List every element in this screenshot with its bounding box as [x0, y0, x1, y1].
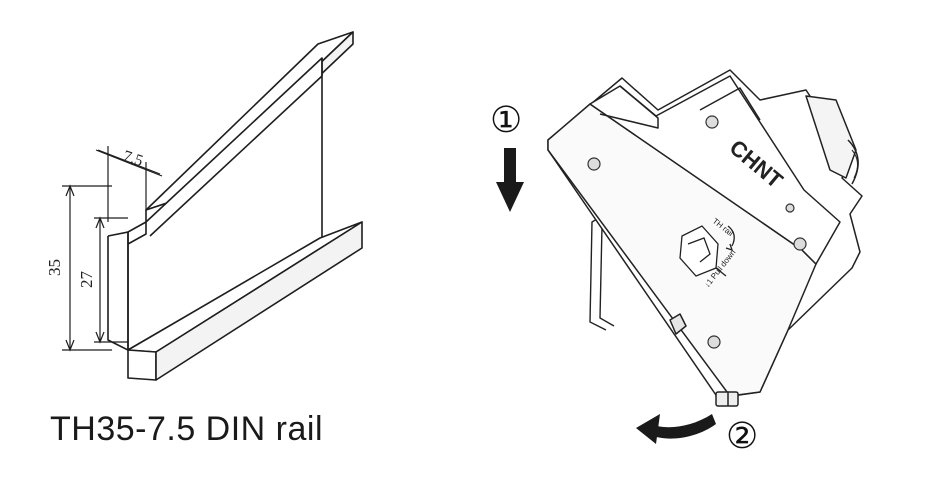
rail-dimensions [62, 146, 163, 352]
step-1-marker: ① [490, 100, 522, 141]
dim-width-label: 7.5 [121, 148, 145, 170]
diagram-caption: TH35-7.5 DIN rail [50, 410, 324, 448]
arrow-down-icon [496, 148, 524, 212]
screw-icon [707, 335, 721, 349]
screw-icon [793, 237, 807, 251]
release-latch-icon [679, 225, 735, 277]
din-rail-drawing [107, 31, 363, 381]
screw-icon [587, 157, 601, 171]
screw-icon [785, 203, 795, 213]
screws [587, 115, 807, 349]
dim-height-inner-label: 27 [77, 271, 96, 289]
screw-icon [705, 115, 719, 129]
curved-arrow-left-icon [636, 414, 716, 444]
dim-height-outer-label: 35 [45, 259, 64, 276]
step-2-marker: ② [726, 416, 758, 457]
